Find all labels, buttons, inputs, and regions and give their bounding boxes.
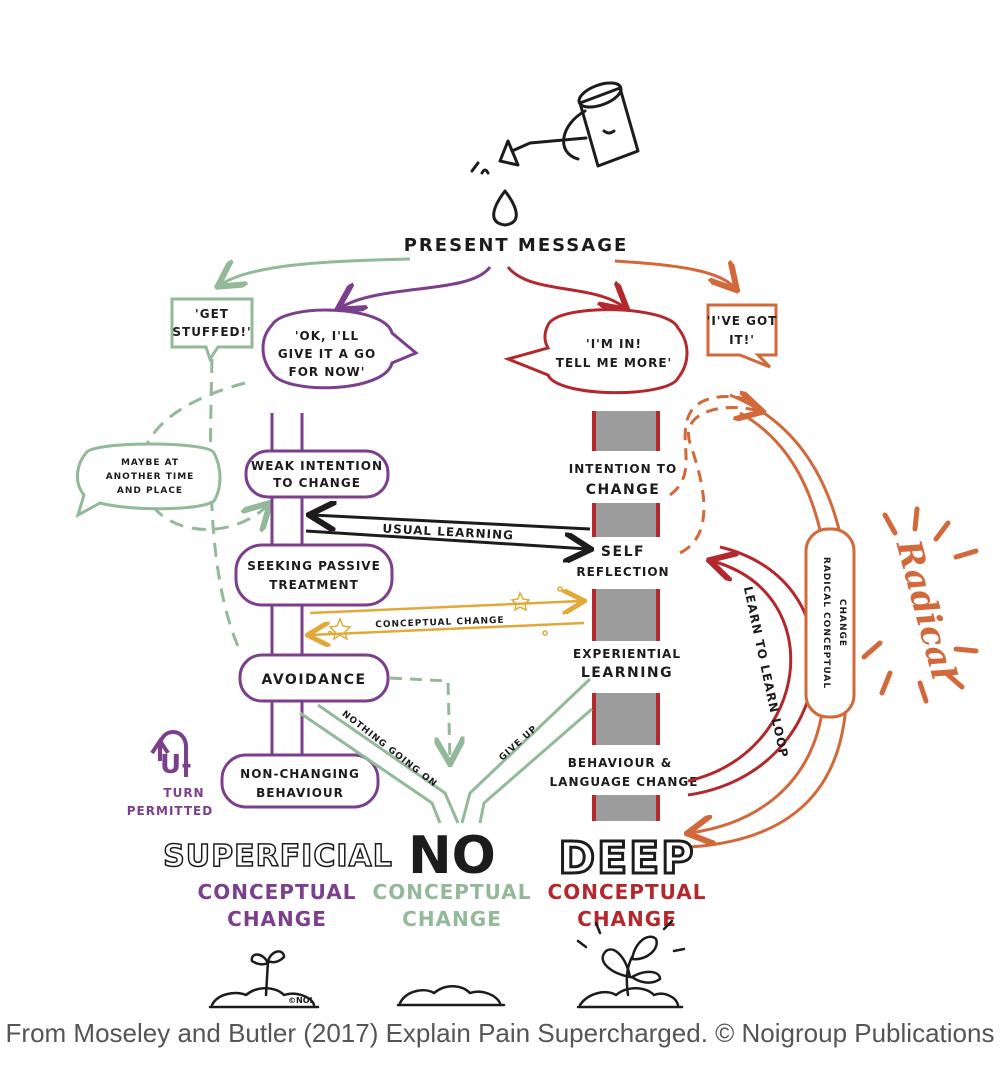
stage-weak-intention: WEAK INTENTION TO CHANGE bbox=[244, 449, 390, 499]
outcome-superficial: SUPERFICIAL CONCEPTUAL CHANGE bbox=[162, 838, 393, 931]
behaviour-line-2: LANGUAGE CHANGE bbox=[550, 775, 699, 789]
arrow-to-im-in bbox=[506, 266, 625, 308]
bubble-get-stuffed: 'GET STUFFED!' bbox=[170, 297, 254, 363]
experiential-line-1: EXPERIENTIAL bbox=[573, 647, 681, 661]
get-stuffed-dashed-loop bbox=[209, 358, 242, 652]
u-turn-arrow-icon bbox=[158, 730, 188, 777]
give-up-path-inner bbox=[478, 707, 593, 824]
sprout-large-icon bbox=[576, 919, 686, 1009]
give-up-label: GIVE UP bbox=[498, 724, 540, 763]
sprout-small-icon bbox=[208, 950, 320, 1009]
soil-mound-icon bbox=[396, 985, 506, 1007]
radical-change-path: RADICAL CONCEPTUAL CHANGE bbox=[669, 395, 856, 849]
noi-logo: ©NOI bbox=[288, 996, 312, 1005]
conceptual-change-arrow: CONCEPTUAL CHANGE bbox=[310, 586, 584, 641]
radical-word: Radical bbox=[887, 535, 963, 685]
nothing-going-on-path bbox=[317, 703, 460, 824]
stage-non-changing: NON-CHANGING BEHAVIOUR bbox=[220, 753, 380, 809]
superficial-line-2: CONCEPTUAL bbox=[198, 880, 357, 904]
bubble-ive-got-it: 'I'VE GOT IT!' bbox=[706, 303, 778, 369]
arrow-to-give-it-a-go bbox=[340, 266, 492, 308]
bubble-give-it-a-go: 'OK, I'LL GIVE IT A GO FOR NOW' bbox=[261, 308, 419, 390]
im-in-line-2: TELL ME MORE' bbox=[556, 356, 672, 370]
maybe-dashed-path bbox=[139, 381, 268, 530]
radical-conceptual-line-1: RADICAL CONCEPTUAL bbox=[821, 557, 831, 689]
get-stuffed-line-2: STUFFED!' bbox=[172, 325, 251, 339]
behaviour-line-1: BEHAVIOUR & bbox=[568, 756, 672, 770]
stage-seeking-passive: SEEKING PASSIVE TREATMENT bbox=[234, 543, 394, 607]
watering-can-icon bbox=[470, 81, 640, 227]
give-up-path bbox=[460, 677, 592, 824]
usual-learning-label: USUAL LEARNING bbox=[382, 522, 514, 543]
no-line-3: CHANGE bbox=[402, 907, 502, 931]
no-word: NO bbox=[408, 826, 496, 886]
stage-avoidance: AVOIDANCE bbox=[238, 653, 390, 703]
ive-got-it-line-2: IT!' bbox=[729, 333, 755, 347]
usual-learning-arrow: USUAL LEARNING bbox=[306, 515, 590, 549]
present-message-title: PRESENT MESSAGE bbox=[404, 235, 629, 256]
radical-burst-icon bbox=[861, 506, 979, 704]
figure-caption: From Moseley and Butler (2017) Explain P… bbox=[5, 1017, 995, 1048]
weak-intention-line-2: TO CHANGE bbox=[273, 476, 361, 490]
u-turn-line-2: TURN bbox=[163, 786, 204, 800]
experiential-line-2: LEARNING bbox=[581, 665, 673, 681]
self-reflection-line-1: SELF bbox=[601, 544, 645, 560]
non-changing-line-2: BEHAVIOUR bbox=[256, 786, 344, 800]
arrow-to-ive-got-it bbox=[614, 259, 735, 288]
seeking-passive-line-1: SEEKING PASSIVE bbox=[247, 559, 381, 573]
intention-line-2: CHANGE bbox=[586, 482, 661, 498]
avoidance-dashed-arrow bbox=[389, 676, 450, 761]
avoidance-label: AVOIDANCE bbox=[261, 672, 366, 688]
maybe-line-3: AND PLACE bbox=[117, 486, 183, 496]
outcome-no: NO CONCEPTUAL CHANGE bbox=[373, 826, 532, 931]
deep-pathway bbox=[592, 411, 660, 821]
maybe-line-1: MAYBE AT bbox=[121, 458, 179, 468]
get-stuffed-line-1: 'GET bbox=[195, 307, 229, 321]
deep-line-3: CHANGE bbox=[577, 907, 677, 931]
seeking-passive-line-2: TREATMENT bbox=[269, 578, 359, 592]
learn-to-learn-loop: LEARN TO LEARN LOOP bbox=[687, 545, 816, 797]
u-turn-line-3: PERMITTED bbox=[127, 804, 213, 818]
radical-conceptual-line-2: CHANGE bbox=[837, 599, 847, 647]
superficial-word: SUPERFICIAL bbox=[163, 839, 393, 874]
u-turn-line-1: U- bbox=[160, 750, 192, 780]
deep-line-2: CONCEPTUAL bbox=[548, 880, 707, 904]
maybe-line-2: ANOTHER TIME bbox=[106, 472, 195, 482]
conceptual-change-label: CONCEPTUAL CHANGE bbox=[375, 616, 505, 631]
ive-got-it-line-1: 'I'VE GOT bbox=[707, 314, 778, 328]
deep-word: DEEP bbox=[559, 833, 696, 884]
non-changing-line-1: NON-CHANGING bbox=[240, 767, 360, 781]
u-turn-sign: U- TURN PERMITTED bbox=[127, 730, 213, 818]
bubble-im-in: 'I'M IN! TELL ME MORE' bbox=[503, 308, 689, 395]
superficial-line-3: CHANGE bbox=[227, 907, 327, 931]
nothing-going-on-path-inner bbox=[299, 711, 442, 824]
give-it-a-go-line-2: GIVE IT A GO bbox=[278, 347, 376, 361]
sparkle-star-icons bbox=[327, 586, 563, 641]
arrow-to-get-stuffed bbox=[220, 257, 411, 285]
self-reflection-line-2: REFLECTION bbox=[576, 565, 669, 579]
give-it-a-go-line-3: FOR NOW' bbox=[289, 365, 366, 379]
weak-intention-line-1: WEAK INTENTION bbox=[251, 459, 383, 473]
intention-line-1: INTENTION TO bbox=[569, 462, 677, 476]
superficial-pathway bbox=[270, 413, 304, 755]
bubble-maybe: MAYBE AT ANOTHER TIME AND PLACE bbox=[75, 442, 222, 519]
outcome-deep: DEEP CONCEPTUAL CHANGE bbox=[548, 832, 707, 932]
im-in-line-1: 'I'M IN! bbox=[586, 337, 642, 351]
give-it-a-go-line-1: 'OK, I'LL bbox=[295, 329, 359, 343]
radical-badge: Radical bbox=[861, 506, 979, 704]
no-line-2: CONCEPTUAL bbox=[373, 880, 532, 904]
